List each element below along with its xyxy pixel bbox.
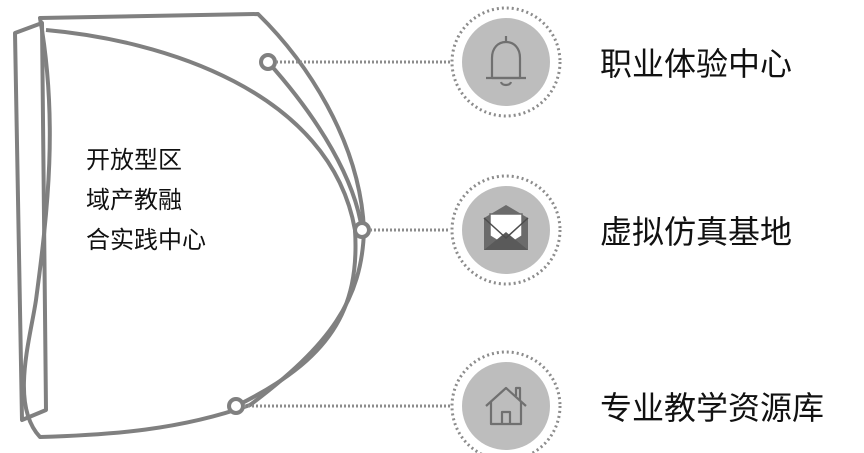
icon-circle-2	[450, 174, 562, 286]
connector-node-1	[259, 53, 277, 71]
connector-node-3	[227, 397, 245, 415]
icon-circle-1	[450, 6, 562, 118]
inner-arc-1	[45, 28, 358, 408]
icon-circle-3	[450, 350, 562, 453]
center-title: 开放型区 域产教融 合实践中心	[86, 140, 286, 260]
envelope-icon	[483, 205, 529, 250]
item-label-2: 虚拟仿真基地	[600, 213, 793, 251]
center-title-line-3: 合实践中心	[86, 226, 206, 254]
center-title-line-1: 开放型区	[86, 146, 182, 174]
back-sheet-outline	[13, 21, 48, 422]
item-label-1: 职业体验中心	[600, 45, 793, 83]
connector-node-2	[353, 221, 371, 239]
inner-arc-2	[266, 60, 364, 231]
center-title-line-2: 域产教融	[86, 186, 182, 214]
bell-icon	[486, 36, 526, 87]
house-icon	[485, 386, 527, 426]
main-shape-outline	[21, 12, 366, 439]
item-label-3: 专业教学资源库	[600, 389, 825, 427]
